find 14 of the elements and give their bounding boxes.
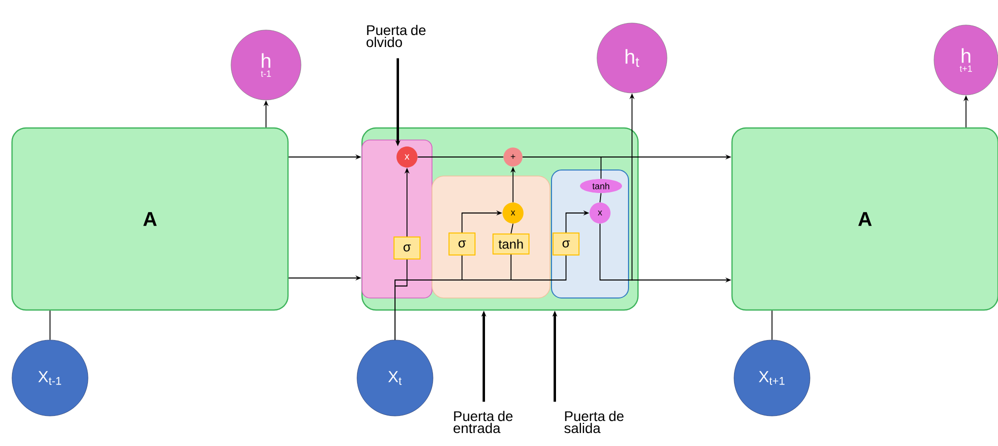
gate-label: Puerta de olvido [366, 24, 426, 48]
cell-box: A [11, 127, 289, 311]
activation-box: σ [552, 232, 580, 256]
cell-box: A [731, 127, 998, 311]
activation-box: σ [448, 232, 476, 256]
gate-label: Puerta de salida [564, 410, 624, 434]
activation-box: σ [394, 236, 420, 260]
connector-line [600, 192, 602, 203]
connector-line [394, 255, 566, 340]
connector-line [522, 156, 602, 180]
gate-label: Puerta de entrada [454, 410, 513, 434]
connector-line [417, 156, 504, 158]
activation-box: tanh [492, 234, 530, 254]
connector-line [510, 223, 514, 234]
